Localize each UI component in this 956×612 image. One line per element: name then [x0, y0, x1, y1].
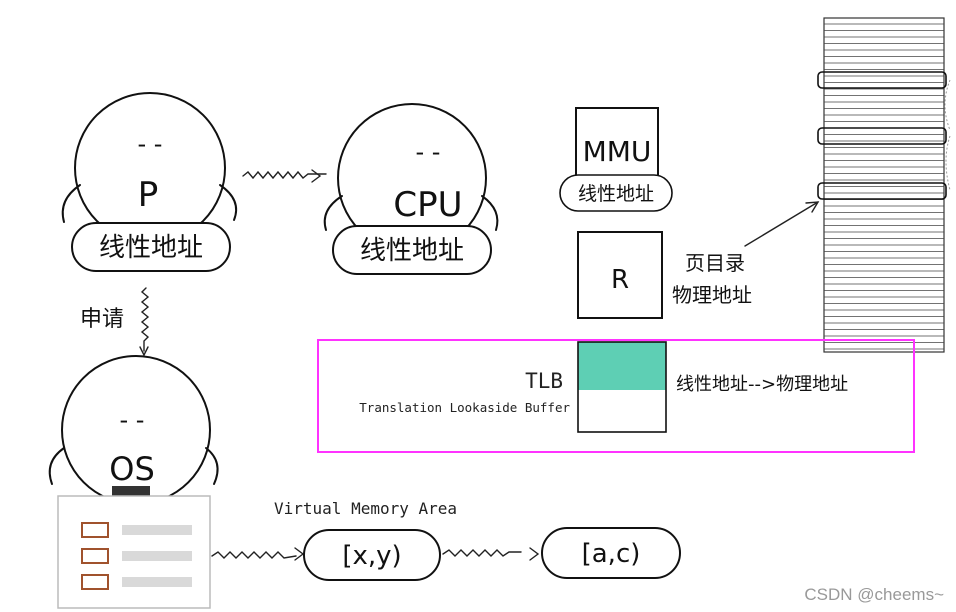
- process-bubble: [71, 222, 231, 272]
- tlb-cache-block: [578, 342, 666, 390]
- vma-range-2: [a,c): [582, 539, 641, 569]
- process-head: [74, 92, 226, 244]
- list-bullet-1: [81, 522, 109, 538]
- squiggle-arrow-p-to-cpu: [242, 169, 327, 183]
- process-right-arm: [219, 184, 238, 221]
- list-bullet-3: [81, 574, 109, 590]
- page-table-entry-2: [817, 127, 947, 145]
- os-right-arm: [205, 447, 219, 485]
- register-caption-line1: 页目录: [685, 251, 745, 275]
- page-table-lines: [824, 23, 944, 350]
- os-letter: OS: [109, 450, 155, 488]
- cpu-left-arm: [323, 195, 343, 231]
- process-bubble-text: 线性地址: [99, 233, 203, 263]
- vma-range-1: [x,y): [342, 541, 401, 571]
- cpu-right-arm: [481, 195, 499, 231]
- list-line-3: [122, 577, 192, 587]
- process-letter: P: [138, 175, 159, 215]
- tlb-highlight-frame: [317, 339, 915, 453]
- page-table-strip: [817, 17, 951, 353]
- vma-label: Virtual Memory Area: [274, 499, 457, 518]
- request-squiggle: [140, 287, 150, 352]
- os-left-arm: [48, 447, 65, 485]
- mmu-unit: MMU 线性地址: [559, 107, 673, 212]
- vma-section: Virtual Memory Area [x,y) [a,c): [211, 499, 681, 581]
- mmu-label: MMU: [583, 135, 652, 168]
- page-table-entry-3: [817, 182, 947, 200]
- page-table-entry-1: [817, 71, 947, 89]
- cpu-character: - - CPU 线性地址: [323, 103, 499, 275]
- page-table-side-arc: [944, 79, 951, 191]
- register-label: R: [611, 265, 629, 295]
- register-box: [577, 231, 663, 319]
- squiggle-arrow-vma-link: [442, 549, 522, 557]
- squiggle-arrow-doc-to-vma: [211, 551, 297, 559]
- tlb-mapping: 线性地址-->物理地址: [676, 374, 848, 395]
- cpu-face: - -: [416, 138, 441, 166]
- os-document-icon: [57, 495, 211, 609]
- vma-range-2-bubble: [541, 527, 681, 579]
- cpu-bubble: [332, 225, 492, 275]
- page-table-frame: [823, 17, 945, 353]
- tlb-section: TLB Translation Lookaside Buffer 线性地址-->…: [317, 339, 915, 453]
- os-face: - -: [120, 406, 145, 434]
- tlb-title: TLB: [525, 369, 563, 393]
- process-left-arm: [61, 184, 81, 223]
- register-caption-line2: 物理地址: [672, 283, 752, 307]
- process-character: - - P 线性地址: [61, 92, 238, 272]
- request-label: 申请: [80, 307, 124, 332]
- tlb-subtitle: Translation Lookaside Buffer: [359, 400, 570, 415]
- mmu-bubble: [559, 174, 673, 212]
- os-character: 申请 - - OS: [48, 287, 219, 505]
- vma-range-1-bubble: [303, 529, 441, 581]
- register-arrow: [744, 201, 819, 247]
- tlb-box: [577, 341, 667, 433]
- watermark: CSDN @cheems~: [804, 585, 944, 604]
- cpu-letter: CPU: [393, 185, 462, 225]
- register-unit: R 页目录 物理地址: [577, 201, 820, 319]
- list-bullet-2: [81, 548, 109, 564]
- mmu-bubble-text: 线性地址: [578, 183, 654, 205]
- list-line-1: [122, 525, 192, 535]
- list-line-2: [122, 551, 192, 561]
- cpu-bubble-text: 线性地址: [360, 236, 464, 266]
- process-face: - -: [138, 130, 163, 158]
